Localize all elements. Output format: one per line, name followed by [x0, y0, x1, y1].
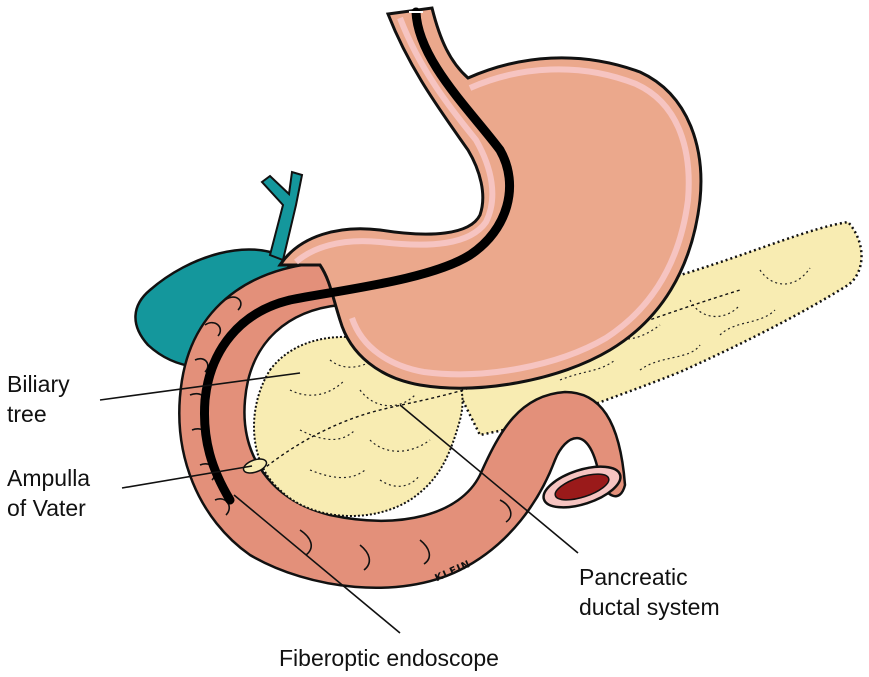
jejunum-lumen-inner	[554, 473, 610, 501]
label-biliary-tree-line-1: Biliary	[7, 371, 70, 397]
label-pancreatic-line-2: ductal system	[579, 594, 720, 620]
label-fiberoptic-endoscope: Fiberoptic endoscope	[279, 645, 499, 671]
label-biliary-tree-line-2: tree	[7, 401, 47, 427]
leader-line-endoscope	[233, 494, 401, 634]
cystic-duct	[260, 170, 304, 262]
leader-line-pancreatic	[399, 404, 579, 554]
stomach-wall-outer	[349, 66, 692, 378]
stomach-wall	[294, 16, 496, 265]
label-ampulla-line-1: Ampulla	[7, 465, 91, 491]
label-pancreatic-ductal-system: Pancreatic ductal system	[579, 562, 720, 622]
label-pancreatic-line-1: Pancreatic	[579, 564, 688, 590]
leader-line-biliary-tree	[99, 372, 301, 401]
label-ampulla-line-2: of Vater	[7, 495, 86, 521]
label-ampulla-of-vater: Ampulla of Vater	[7, 463, 90, 523]
leader-lines	[99, 372, 579, 634]
label-biliary-tree: Biliary tree	[7, 369, 70, 429]
ampulla-of-vater	[242, 458, 268, 474]
pancreas-tail	[453, 220, 863, 437]
fiberoptic-endoscope	[200, 7, 515, 505]
leader-line-ampulla	[121, 465, 253, 489]
pancreas-head-lobules	[289, 354, 431, 487]
